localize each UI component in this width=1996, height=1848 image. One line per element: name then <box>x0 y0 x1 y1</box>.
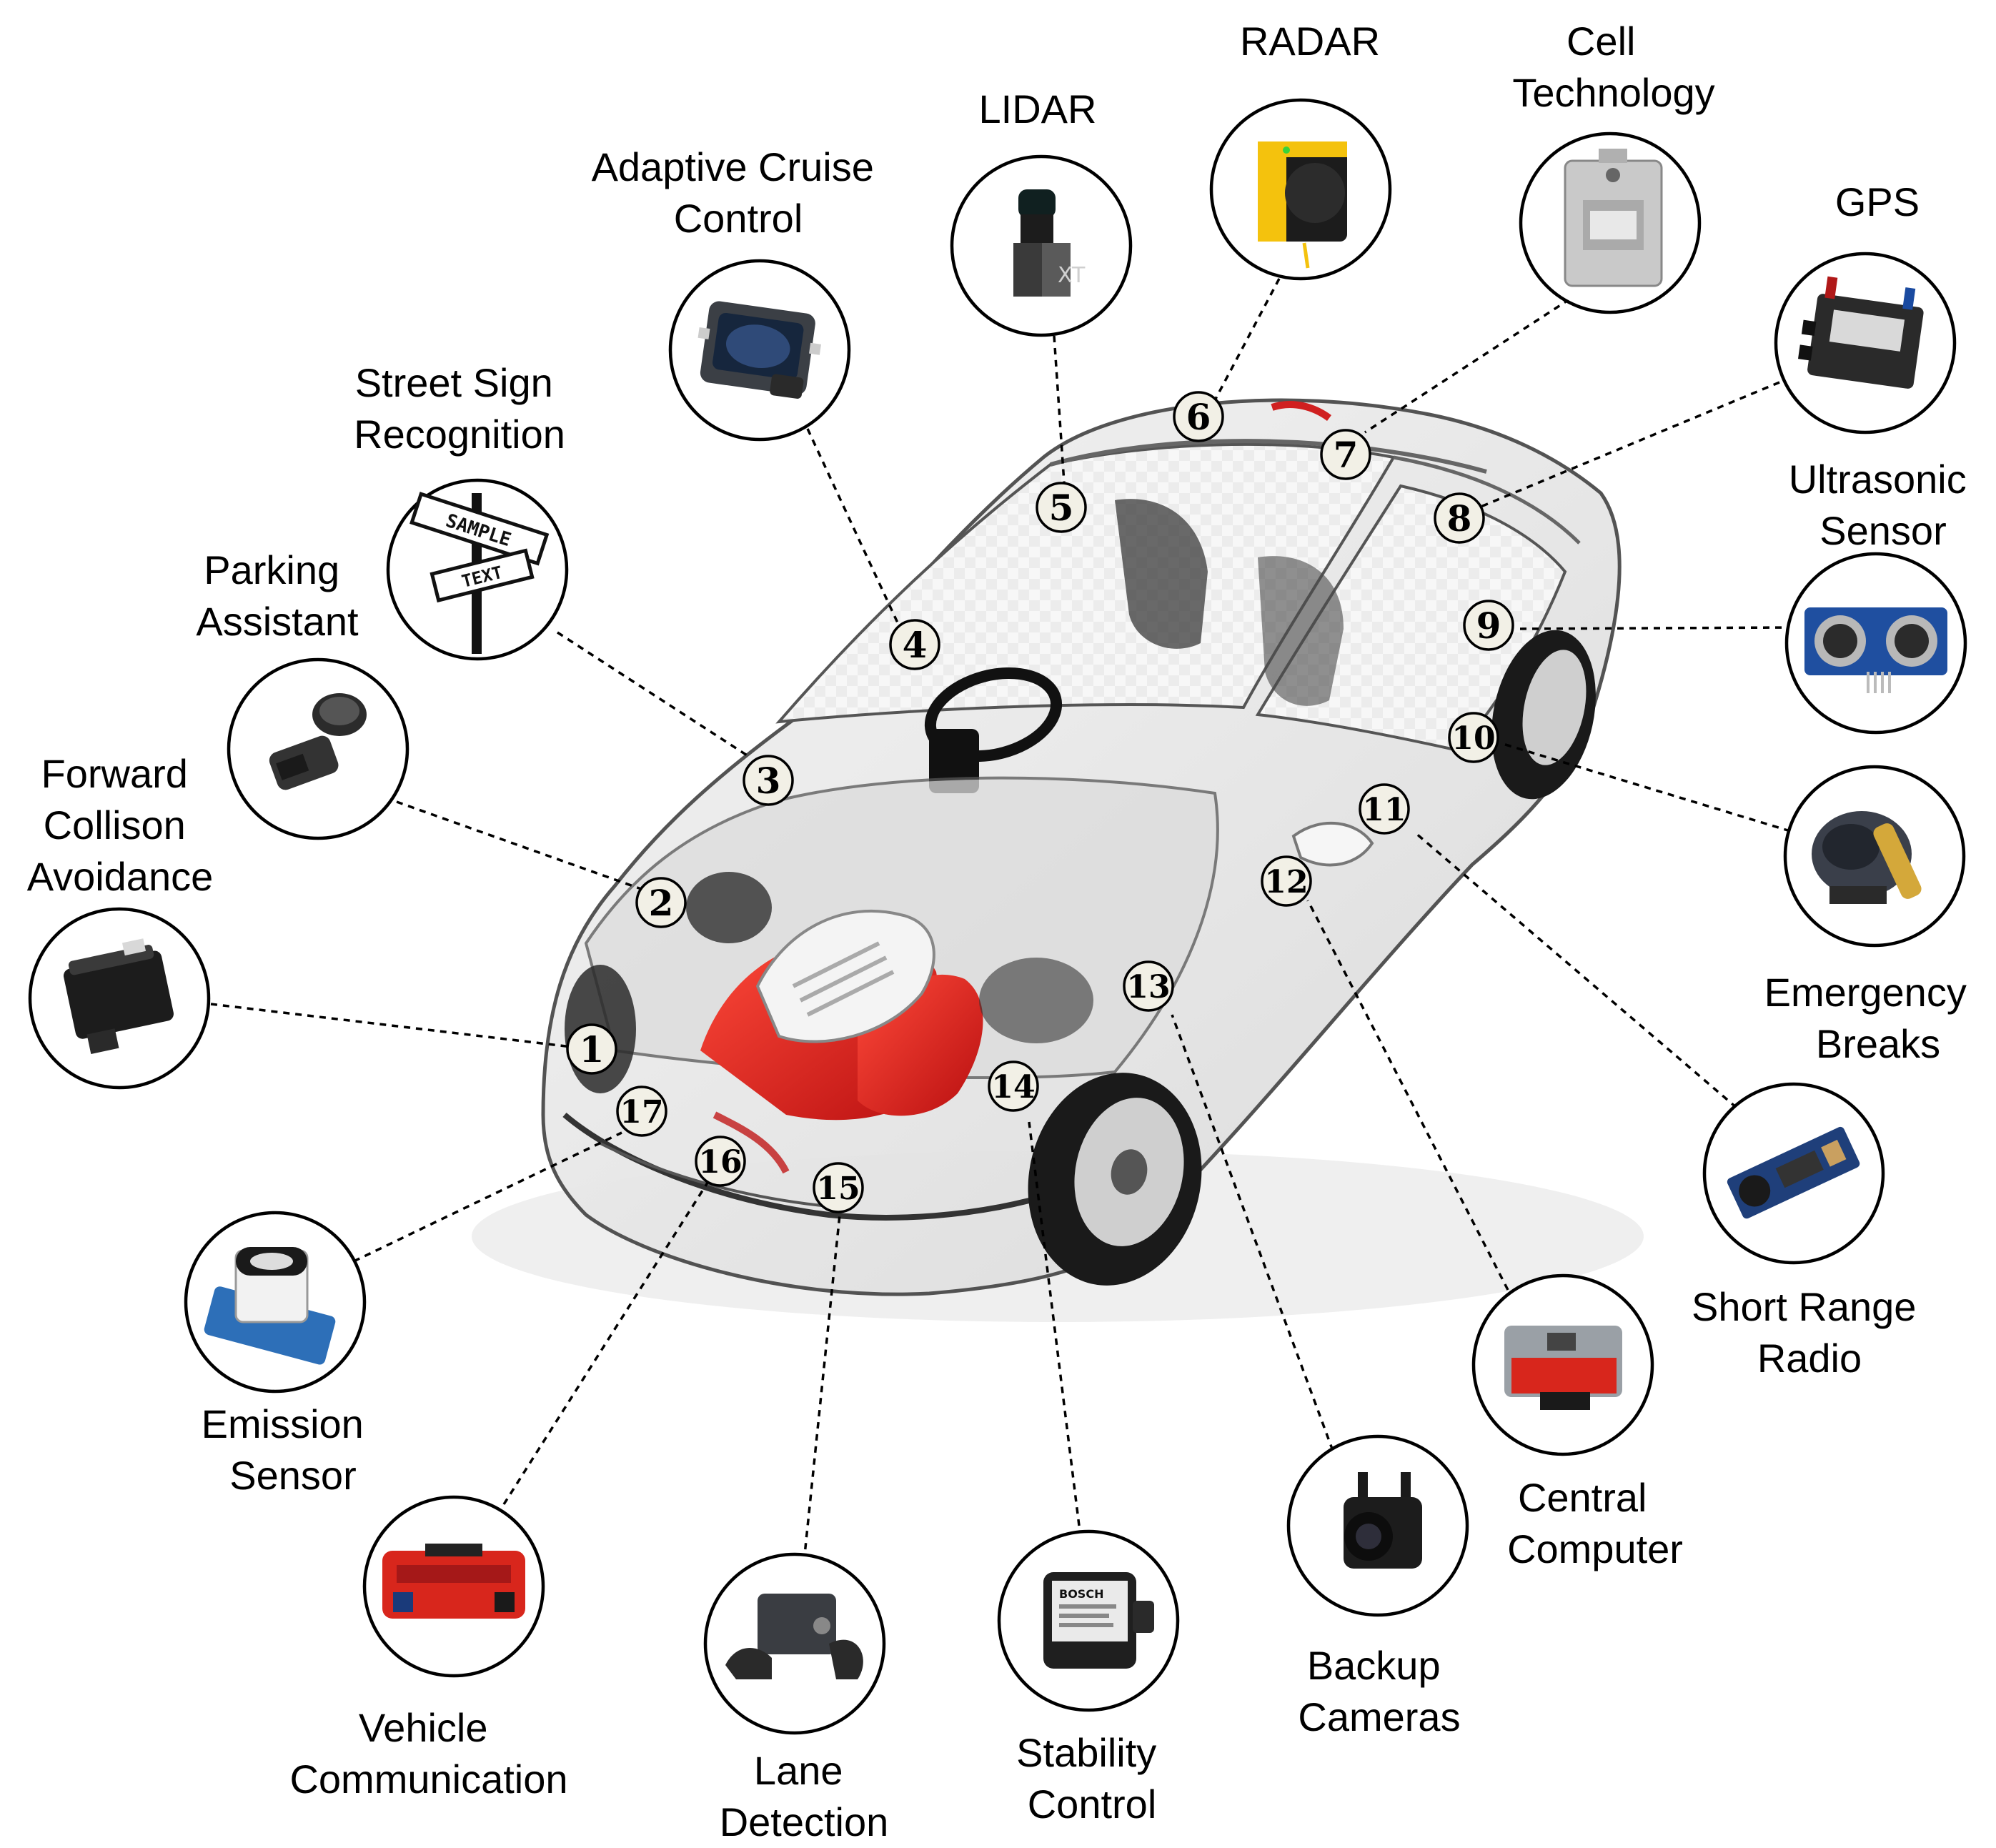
svg-text:7: 7 <box>1334 434 1359 476</box>
label-forward-collision: Forward Collison Avoidance <box>27 751 214 899</box>
gas-sensor-icon <box>184 1211 367 1394</box>
svg-text:4: 4 <box>903 624 928 666</box>
svg-text:8: 8 <box>1447 497 1472 540</box>
badge-4: 4 <box>889 619 940 670</box>
svg-text:XT: XT <box>1058 263 1086 288</box>
street-sign-icon: SAMPLE TEXT <box>386 478 569 661</box>
badge-1: 1 <box>566 1023 617 1075</box>
svg-text:5: 5 <box>1049 487 1074 529</box>
badge-5: 5 <box>1036 482 1087 533</box>
leader-lines <box>210 278 1794 1562</box>
svg-text:12: 12 <box>1264 864 1308 900</box>
rear-wheel <box>1491 630 1596 800</box>
number-badges: 1 2 3 4 5 6 7 8 9 10 11 12 13 14 15 16 1… <box>566 391 1514 1213</box>
ultrasonic-sensor-icon <box>1784 552 1967 735</box>
load-cell-icon <box>1519 131 1702 314</box>
badge-8: 8 <box>1434 492 1485 544</box>
ecu-icon <box>1471 1273 1654 1456</box>
radar-icon <box>1209 98 1392 281</box>
badge-16: 16 <box>695 1136 746 1187</box>
brake-actuator-icon <box>1783 765 1966 948</box>
badge-10: 10 <box>1448 712 1499 763</box>
badge-2: 2 <box>635 877 687 928</box>
sensor-labels: Forward Collison Avoidance Parking Assis… <box>27 19 1978 1844</box>
label-adaptive-cruise: Adaptive Cruise Control <box>592 144 885 241</box>
label-parking-assistant: Parking Assistant <box>196 547 359 644</box>
badge-13: 13 <box>1123 960 1174 1012</box>
label-gps: GPS <box>1835 179 1920 224</box>
label-short-range-radio: Short Range Radio <box>1692 1284 1927 1381</box>
label-ultrasonic: Ultrasonic Sensor <box>1789 457 1978 553</box>
svg-text:13: 13 <box>1126 969 1170 1005</box>
label-central-computer: Central Computer <box>1507 1475 1683 1571</box>
svg-text:BOSCH: BOSCH <box>1059 1587 1103 1601</box>
label-vehicle-communication: Vehicle Communication <box>289 1705 567 1802</box>
badge-12: 12 <box>1261 855 1312 907</box>
badge-15: 15 <box>813 1162 864 1213</box>
vci-device-icon <box>362 1495 545 1678</box>
svg-text:1: 1 <box>580 1028 605 1070</box>
label-lane-detection: Lane Detection <box>720 1748 889 1844</box>
radar-module-icon <box>28 907 211 1090</box>
stability-sensor-icon: BOSCH <box>997 1529 1180 1712</box>
label-lidar: LIDAR <box>979 86 1097 131</box>
lane-camera-icon <box>703 1552 886 1735</box>
svg-text:3: 3 <box>756 760 781 802</box>
cruise-radar-icon <box>668 259 851 442</box>
label-backup-cameras: Backup Cameras <box>1298 1643 1460 1739</box>
label-cell-technology: Cell Technology <box>1512 19 1714 115</box>
label-emission-sensor: Emission Sensor <box>202 1401 375 1498</box>
svg-text:10: 10 <box>1451 720 1495 757</box>
svg-text:17: 17 <box>620 1094 663 1131</box>
svg-text:16: 16 <box>698 1144 742 1181</box>
parking-sensor-icon <box>227 657 409 840</box>
front-wheel <box>1028 1073 1202 1286</box>
svg-text:14: 14 <box>991 1069 1035 1106</box>
label-stability-control: Stability Control <box>1016 1730 1168 1827</box>
label-emergency-breaks: Emergency Breaks <box>1764 970 1978 1066</box>
badge-9: 9 <box>1463 600 1514 651</box>
badge-3: 3 <box>743 755 794 806</box>
badge-17: 17 <box>616 1086 667 1137</box>
svg-text:2: 2 <box>649 882 674 924</box>
label-radar: RADAR <box>1240 19 1380 64</box>
label-street-sign: Street Sign Recognition <box>354 360 565 457</box>
svg-text:6: 6 <box>1186 396 1211 438</box>
svg-text:11: 11 <box>1362 792 1406 828</box>
svg-text:15: 15 <box>816 1171 860 1207</box>
badge-14: 14 <box>988 1060 1039 1112</box>
camera-icon <box>1286 1434 1469 1617</box>
badge-6: 6 <box>1173 391 1224 442</box>
badge-7: 7 <box>1320 429 1371 480</box>
gps-module-icon <box>1774 252 1957 434</box>
radio-board-icon <box>1702 1082 1885 1265</box>
svg-text:9: 9 <box>1476 605 1501 647</box>
badge-11: 11 <box>1359 783 1410 835</box>
lidar-icon: XT <box>950 154 1133 337</box>
